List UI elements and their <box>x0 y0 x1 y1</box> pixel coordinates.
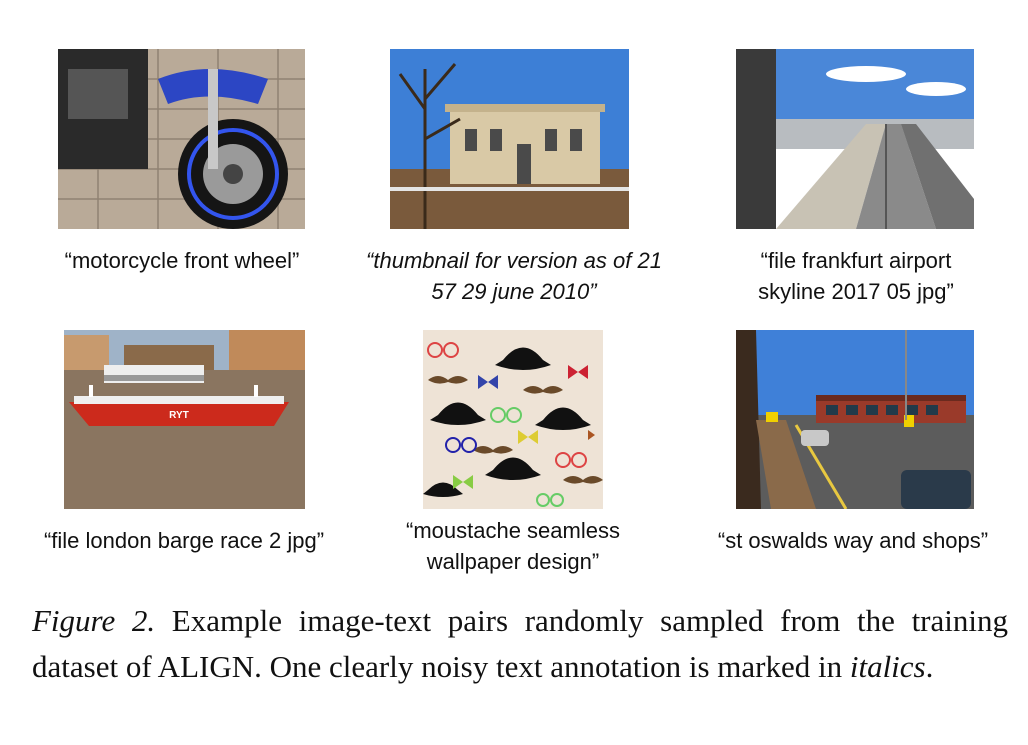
airport-skyline-image <box>736 49 974 229</box>
caption-thumbnail-line1: “thumbnail for version as of 21 <box>366 248 662 273</box>
caption-thumbnail-line2: 57 29 june 2010” <box>431 279 597 304</box>
caption-barge: “file london barge race 2 jpg” <box>43 528 325 553</box>
figure-caption-emphasis: italics <box>849 649 926 684</box>
caption-thumbnail: “thumbnail for version as of 21 57 29 ju… <box>334 245 694 307</box>
figure-caption-end: . <box>925 649 934 684</box>
caption-moustache: “moustache seamless wallpaper design” <box>380 515 646 577</box>
caption-motorcycle: “motorcycle front wheel” <box>64 248 300 273</box>
caption-frankfurt-line1: “file frankfurt airport <box>760 248 952 273</box>
figure-label: Figure 2. <box>32 603 156 638</box>
caption-moustache-line2: wallpaper design” <box>426 549 600 574</box>
barge-image: RYT <box>64 330 305 509</box>
moustache-wallpaper-image <box>423 330 603 509</box>
caption-oswalds: “st oswalds way and shops” <box>717 528 989 553</box>
library-building-image <box>390 49 629 229</box>
caption-frankfurt: “file frankfurt airport skyline 2017 05 … <box>706 245 1006 307</box>
caption-moustache-line1: “moustache seamless <box>406 518 620 543</box>
caption-frankfurt-line2: skyline 2017 05 jpg” <box>758 279 954 304</box>
motorcycle-image <box>58 49 305 229</box>
figure-caption: Figure 2. Example image-text pairs rando… <box>32 598 1008 690</box>
figure-caption-text: Example image-text pairs randomly sample… <box>32 603 1008 684</box>
boat-name-text: RYT <box>169 410 189 421</box>
street-shops-image <box>736 330 974 509</box>
